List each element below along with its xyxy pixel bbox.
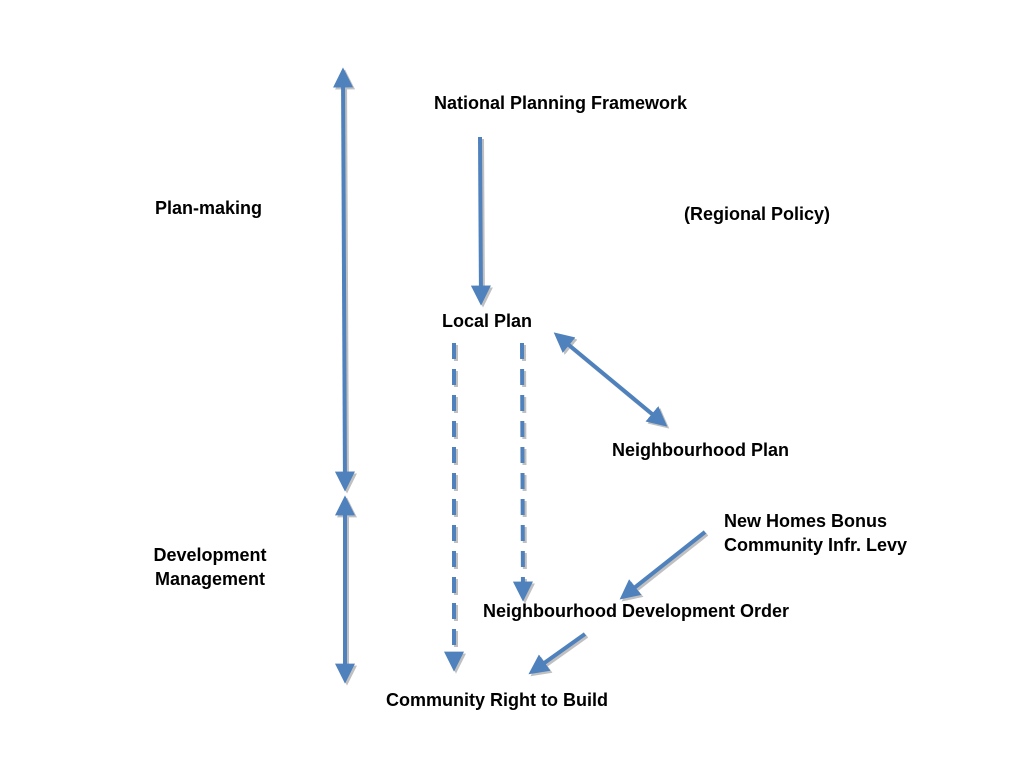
community-right-to-build-label: Community Right to Build — [386, 690, 608, 710]
development-text: Development — [153, 545, 267, 565]
management-text: Management — [154, 569, 266, 589]
new-homes-bonus-levy-label: New Homes Bonus Community Infr. Levy — [724, 509, 907, 557]
neighbourhood-development-order-label: Neighbourhood Development Order — [483, 601, 790, 621]
regional-policy-label: (Regional Policy) — [684, 204, 831, 224]
community-infr-levy-text: Community Infr. Levy — [724, 535, 908, 555]
local-plan-to-development-order-arrow — [512, 342, 533, 602]
arrow-shadows — [335, 69, 709, 686]
plan-making-span-arrow — [333, 67, 355, 492]
framework-to-local-plan-arrow — [470, 136, 491, 306]
bonus-levy-to-development-order-arrow — [619, 530, 707, 600]
development-management-label: Development Management — [140, 543, 280, 591]
development-order-to-community-right-arrow — [528, 632, 587, 675]
local-plan-label: Local Plan — [442, 311, 533, 331]
national-planning-framework-label: National Planning Framework — [434, 93, 688, 113]
local-plan-neighbourhood-plan-arrow — [553, 332, 668, 427]
new-homes-bonus-text: New Homes Bonus — [724, 511, 888, 531]
neighbourhood-plan-label: Neighbourhood Plan — [612, 440, 789, 460]
plan-making-label: Plan-making — [155, 198, 263, 218]
